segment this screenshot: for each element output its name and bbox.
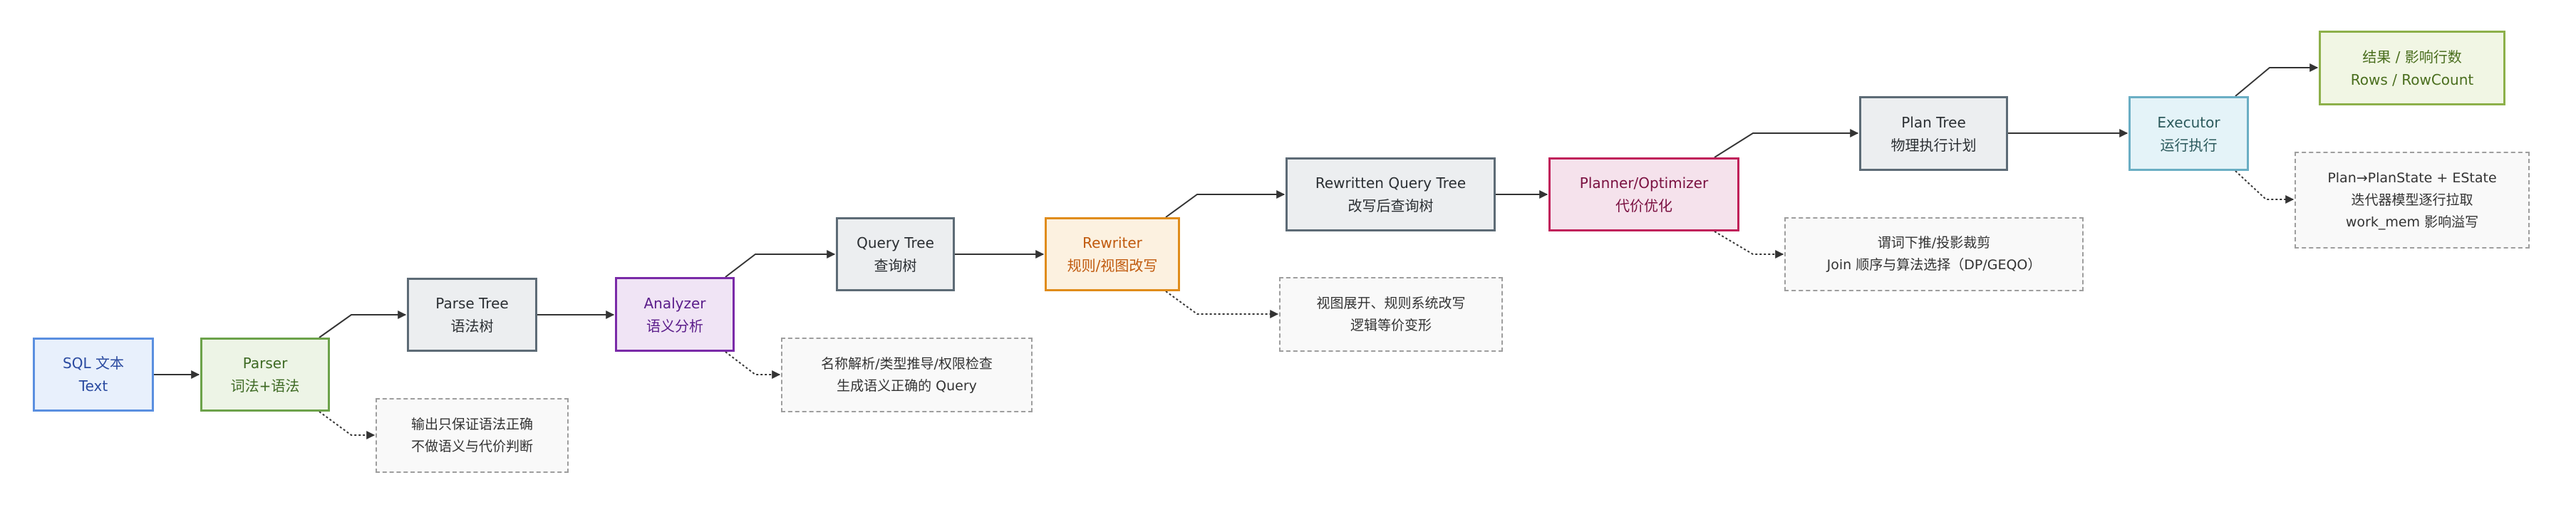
- note-executor-line2: 迭代器模型逐行拉取: [2351, 192, 2473, 208]
- node-plan-tree-line1: Plan Tree: [1901, 113, 1966, 131]
- node-executor-line1: Executor: [2157, 113, 2220, 131]
- note-rewriter-line1: 视图展开、规则系统改写: [1316, 295, 1466, 311]
- edge-executor-to-executor-note: [2235, 170, 2295, 204]
- node-rewritten-query-tree-line1: Rewritten Query Tree: [1315, 174, 1467, 192]
- note-analyzer-line2: 生成语义正确的 Query: [837, 377, 977, 394]
- note-planner-line1: 谓词下推/投影裁剪: [1877, 235, 1991, 251]
- note-planner-line2: Join 顺序与算法选择（DP/GEQO）: [1826, 257, 2042, 273]
- edge-analyzer-to-query-tree: [725, 250, 836, 278]
- edge-planner-to-plan-tree: [1714, 129, 1859, 158]
- node-parse-tree-line1: Parse Tree: [435, 295, 509, 312]
- edge-parser-to-parse-tree: [319, 310, 407, 338]
- node-result-line2: Rows / RowCount: [2350, 71, 2474, 88]
- edge-rewriter-to-rewriter-note: [1165, 291, 1279, 318]
- edge-executor-to-result: [2235, 63, 2319, 97]
- node-query-tree[interactable]: Query Tree 查询树: [836, 217, 955, 291]
- node-rewritten-query-tree[interactable]: Rewritten Query Tree 改写后查询树: [1286, 157, 1496, 231]
- node-executor[interactable]: Executor 运行执行: [2128, 96, 2249, 171]
- node-parse-tree[interactable]: Parse Tree 语法树: [407, 278, 537, 352]
- node-planner-optimizer-line1: Planner/Optimizer: [1579, 174, 1709, 192]
- note-analyzer-line1: 名称解析/类型推导/权限检查: [821, 355, 993, 372]
- node-plan-tree-line2: 物理执行计划: [1890, 136, 1977, 154]
- note-rewriter: 视图展开、规则系统改写 逻辑等价变形: [1279, 277, 1503, 352]
- node-query-tree-line2: 查询树: [874, 257, 917, 274]
- node-result-line1: 结果 / 影响行数: [2362, 48, 2462, 66]
- node-rewriter-line1: Rewriter: [1082, 234, 1142, 251]
- edge-planner-to-planner-note: [1714, 231, 1784, 259]
- note-planner: 谓词下推/投影裁剪 Join 顺序与算法选择（DP/GEQO）: [1784, 217, 2084, 291]
- note-executor: Plan→PlanState + EState 迭代器模型逐行拉取 work_m…: [2295, 152, 2530, 249]
- node-query-tree-line1: Query Tree: [857, 234, 934, 251]
- node-analyzer[interactable]: Analyzer 语义分析: [615, 277, 735, 352]
- node-analyzer-line1: Analyzer: [643, 294, 706, 312]
- note-parser-line2: 不做语义与代价判断: [410, 438, 533, 454]
- node-plan-tree[interactable]: Plan Tree 物理执行计划: [1859, 96, 2008, 171]
- edge-parser-to-parser-note: [319, 411, 376, 439]
- node-planner-optimizer-line2: 代价优化: [1615, 197, 1672, 214]
- node-parser[interactable]: Parser 词法+语法: [200, 338, 330, 412]
- note-executor-line1: Plan→PlanState + EState: [2327, 169, 2497, 186]
- note-rewriter-line2: 逻辑等价变形: [1350, 317, 1432, 333]
- note-parser-line1: 输出只保证语法正确: [410, 416, 533, 432]
- node-planner-optimizer[interactable]: Planner/Optimizer 代价优化: [1548, 157, 1739, 231]
- node-executor-line2: 运行执行: [2160, 136, 2218, 154]
- node-sql-text-line1: SQL 文本: [63, 355, 124, 372]
- note-analyzer: 名称解析/类型推导/权限检查 生成语义正确的 Query: [781, 338, 1033, 412]
- node-analyzer-line2: 语义分析: [646, 317, 703, 335]
- note-parser: 输出只保证语法正确 不做语义与代价判断: [376, 398, 569, 473]
- node-rewriter[interactable]: Rewriter 规则/视图改写: [1045, 217, 1180, 291]
- node-parser-line1: Parser: [242, 355, 288, 372]
- node-rewritten-query-tree-line2: 改写后查询树: [1348, 197, 1434, 214]
- node-result[interactable]: 结果 / 影响行数 Rows / RowCount: [2319, 31, 2505, 105]
- node-parser-line2: 词法+语法: [230, 377, 300, 395]
- node-parse-tree-line2: 语法树: [450, 318, 494, 335]
- edge-analyzer-to-analyzer-note: [725, 351, 781, 379]
- node-sql-text-line2: Text: [78, 377, 108, 395]
- node-rewriter-line2: 规则/视图改写: [1067, 257, 1158, 274]
- node-sql-text[interactable]: SQL 文本 Text: [33, 338, 154, 412]
- edge-rewriter-to-rewritten-tree: [1165, 190, 1286, 218]
- note-executor-line3: work_mem 影响溢写: [2345, 214, 2479, 230]
